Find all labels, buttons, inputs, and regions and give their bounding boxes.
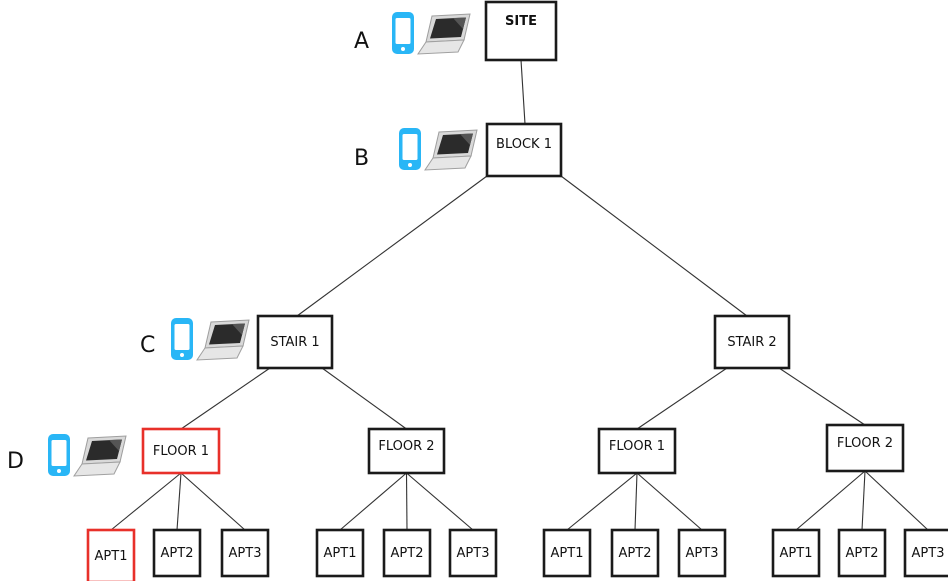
apartment-node-label: APT2 bbox=[161, 546, 194, 561]
apartment-node-box bbox=[220, 528, 270, 578]
stair-2-node-box bbox=[713, 314, 791, 370]
edge-floor-apt bbox=[110, 472, 182, 531]
edge-floor-apt bbox=[861, 470, 866, 531]
stair-2-floor-1-node-label: FLOOR 1 bbox=[609, 439, 665, 454]
smartphone-icon bbox=[48, 434, 70, 476]
apartment-node: APT2 bbox=[382, 528, 432, 578]
edge-floor-apt bbox=[566, 472, 638, 531]
stair-1-floor-2-node: FLOOR 2 bbox=[367, 427, 446, 475]
apartment-node-box bbox=[610, 528, 660, 578]
stair-1-node: STAIR 1 bbox=[256, 314, 334, 370]
apartment-node: APT3 bbox=[903, 528, 948, 578]
edge-floor-apt bbox=[405, 472, 408, 531]
apartment-node: APT2 bbox=[152, 528, 202, 578]
block-1-node-label: BLOCK 1 bbox=[496, 137, 552, 152]
apartment-node: APT1 bbox=[86, 528, 136, 581]
apartment-node-label: APT3 bbox=[457, 546, 490, 561]
stair-2-floor-2-node-box bbox=[825, 423, 905, 473]
apartment-node: APT1 bbox=[771, 528, 821, 578]
edges bbox=[110, 59, 929, 531]
stair-2-floor-2-node: FLOOR 2 bbox=[825, 423, 905, 473]
apartment-node: APT1 bbox=[315, 528, 365, 578]
level-label-b: B bbox=[354, 146, 369, 171]
stair-2-node-label: STAIR 2 bbox=[727, 335, 776, 350]
laptop-icon bbox=[417, 13, 471, 55]
stair-2-floor-2-node-label: FLOOR 2 bbox=[837, 436, 893, 451]
apartment-node: APT3 bbox=[677, 528, 727, 578]
stair-2-node: STAIR 2 bbox=[713, 314, 791, 370]
level-label-c: C bbox=[140, 333, 155, 358]
stair-2-floor-1-node: FLOOR 1 bbox=[597, 427, 677, 475]
apartment-node-label: APT1 bbox=[551, 546, 584, 561]
level-label-a: A bbox=[354, 29, 369, 54]
stair-1-floor-2-node-box bbox=[367, 427, 446, 475]
apartment-node-box bbox=[903, 528, 948, 578]
stair-1-floor-2-node-label: FLOOR 2 bbox=[378, 439, 434, 454]
apartment-node-box bbox=[837, 528, 887, 578]
apartment-node-box bbox=[152, 528, 202, 578]
edge-stair-1-floor-2 bbox=[321, 367, 407, 430]
edge-site-block bbox=[520, 59, 526, 125]
laptop-icon bbox=[424, 129, 478, 171]
laptop-icon bbox=[73, 435, 127, 477]
edge-stair-2-floor-2 bbox=[778, 367, 866, 426]
edge-floor-apt bbox=[636, 472, 703, 531]
apartment-node-box bbox=[86, 528, 136, 581]
apartment-node-box bbox=[771, 528, 821, 578]
apartment-node-box bbox=[542, 528, 592, 578]
stair-1-floor-1-node: FLOOR 1 bbox=[141, 427, 221, 475]
apartment-node-label: APT2 bbox=[846, 546, 879, 561]
apartment-node-label: APT2 bbox=[619, 546, 652, 561]
apartment-node-label: APT3 bbox=[686, 546, 719, 561]
site-node-label: SITE bbox=[505, 14, 537, 29]
smartphone-icon bbox=[392, 12, 414, 54]
stair-1-floor-1-node-label: FLOOR 1 bbox=[153, 444, 209, 459]
apartment-node-box bbox=[448, 528, 498, 578]
edge-stair-2-floor-1 bbox=[636, 367, 728, 430]
apartment-node: APT2 bbox=[610, 528, 660, 578]
apartment-node-label: APT1 bbox=[324, 546, 357, 561]
level-label-d: D bbox=[7, 449, 24, 474]
apartment-node-box bbox=[382, 528, 432, 578]
laptop-icon bbox=[196, 319, 250, 361]
edge-floor-apt bbox=[180, 472, 246, 531]
edge-floor-apt bbox=[634, 472, 638, 531]
edge-floor-apt bbox=[176, 472, 182, 531]
stair-1-node-box bbox=[256, 314, 334, 370]
apartment-node-label: APT3 bbox=[912, 546, 945, 561]
apartment-node: APT3 bbox=[220, 528, 270, 578]
smartphone-icon bbox=[399, 128, 421, 170]
edge-stair-1-floor-1 bbox=[180, 367, 271, 430]
block-1-node-box bbox=[485, 122, 563, 178]
apartment-node-label: APT3 bbox=[229, 546, 262, 561]
block-1-node: BLOCK 1 bbox=[485, 122, 563, 178]
edge-floor-apt bbox=[795, 470, 866, 531]
stair-1-floor-1-node-box bbox=[141, 427, 221, 475]
apartment-node: APT2 bbox=[837, 528, 887, 578]
site-node: SITE bbox=[484, 0, 558, 62]
stair-1-node-label: STAIR 1 bbox=[270, 335, 319, 350]
smartphone-icon bbox=[171, 318, 193, 360]
nodes: SITE BLOCK 1 STAIR 1 FLOOR 1 APT1 APT2 APT3 FLO… bbox=[86, 0, 948, 581]
apartment-node: APT3 bbox=[448, 528, 498, 578]
edge-block-stair-1 bbox=[296, 175, 488, 317]
level-markers: A B C D bbox=[7, 12, 478, 477]
apartment-node-label: APT1 bbox=[95, 549, 128, 564]
site-node-box bbox=[484, 0, 558, 62]
apartment-node-box bbox=[677, 528, 727, 578]
apartment-node: APT1 bbox=[542, 528, 592, 578]
edge-floor-apt bbox=[406, 472, 474, 531]
stair-2-floor-1-node-box bbox=[597, 427, 677, 475]
edge-block-stair-2 bbox=[560, 175, 748, 317]
edge-floor-apt bbox=[864, 470, 929, 531]
apartment-node-box bbox=[315, 528, 365, 578]
apartment-node-label: APT2 bbox=[391, 546, 424, 561]
edge-floor-apt bbox=[339, 472, 407, 531]
apartment-node-label: APT1 bbox=[780, 546, 813, 561]
